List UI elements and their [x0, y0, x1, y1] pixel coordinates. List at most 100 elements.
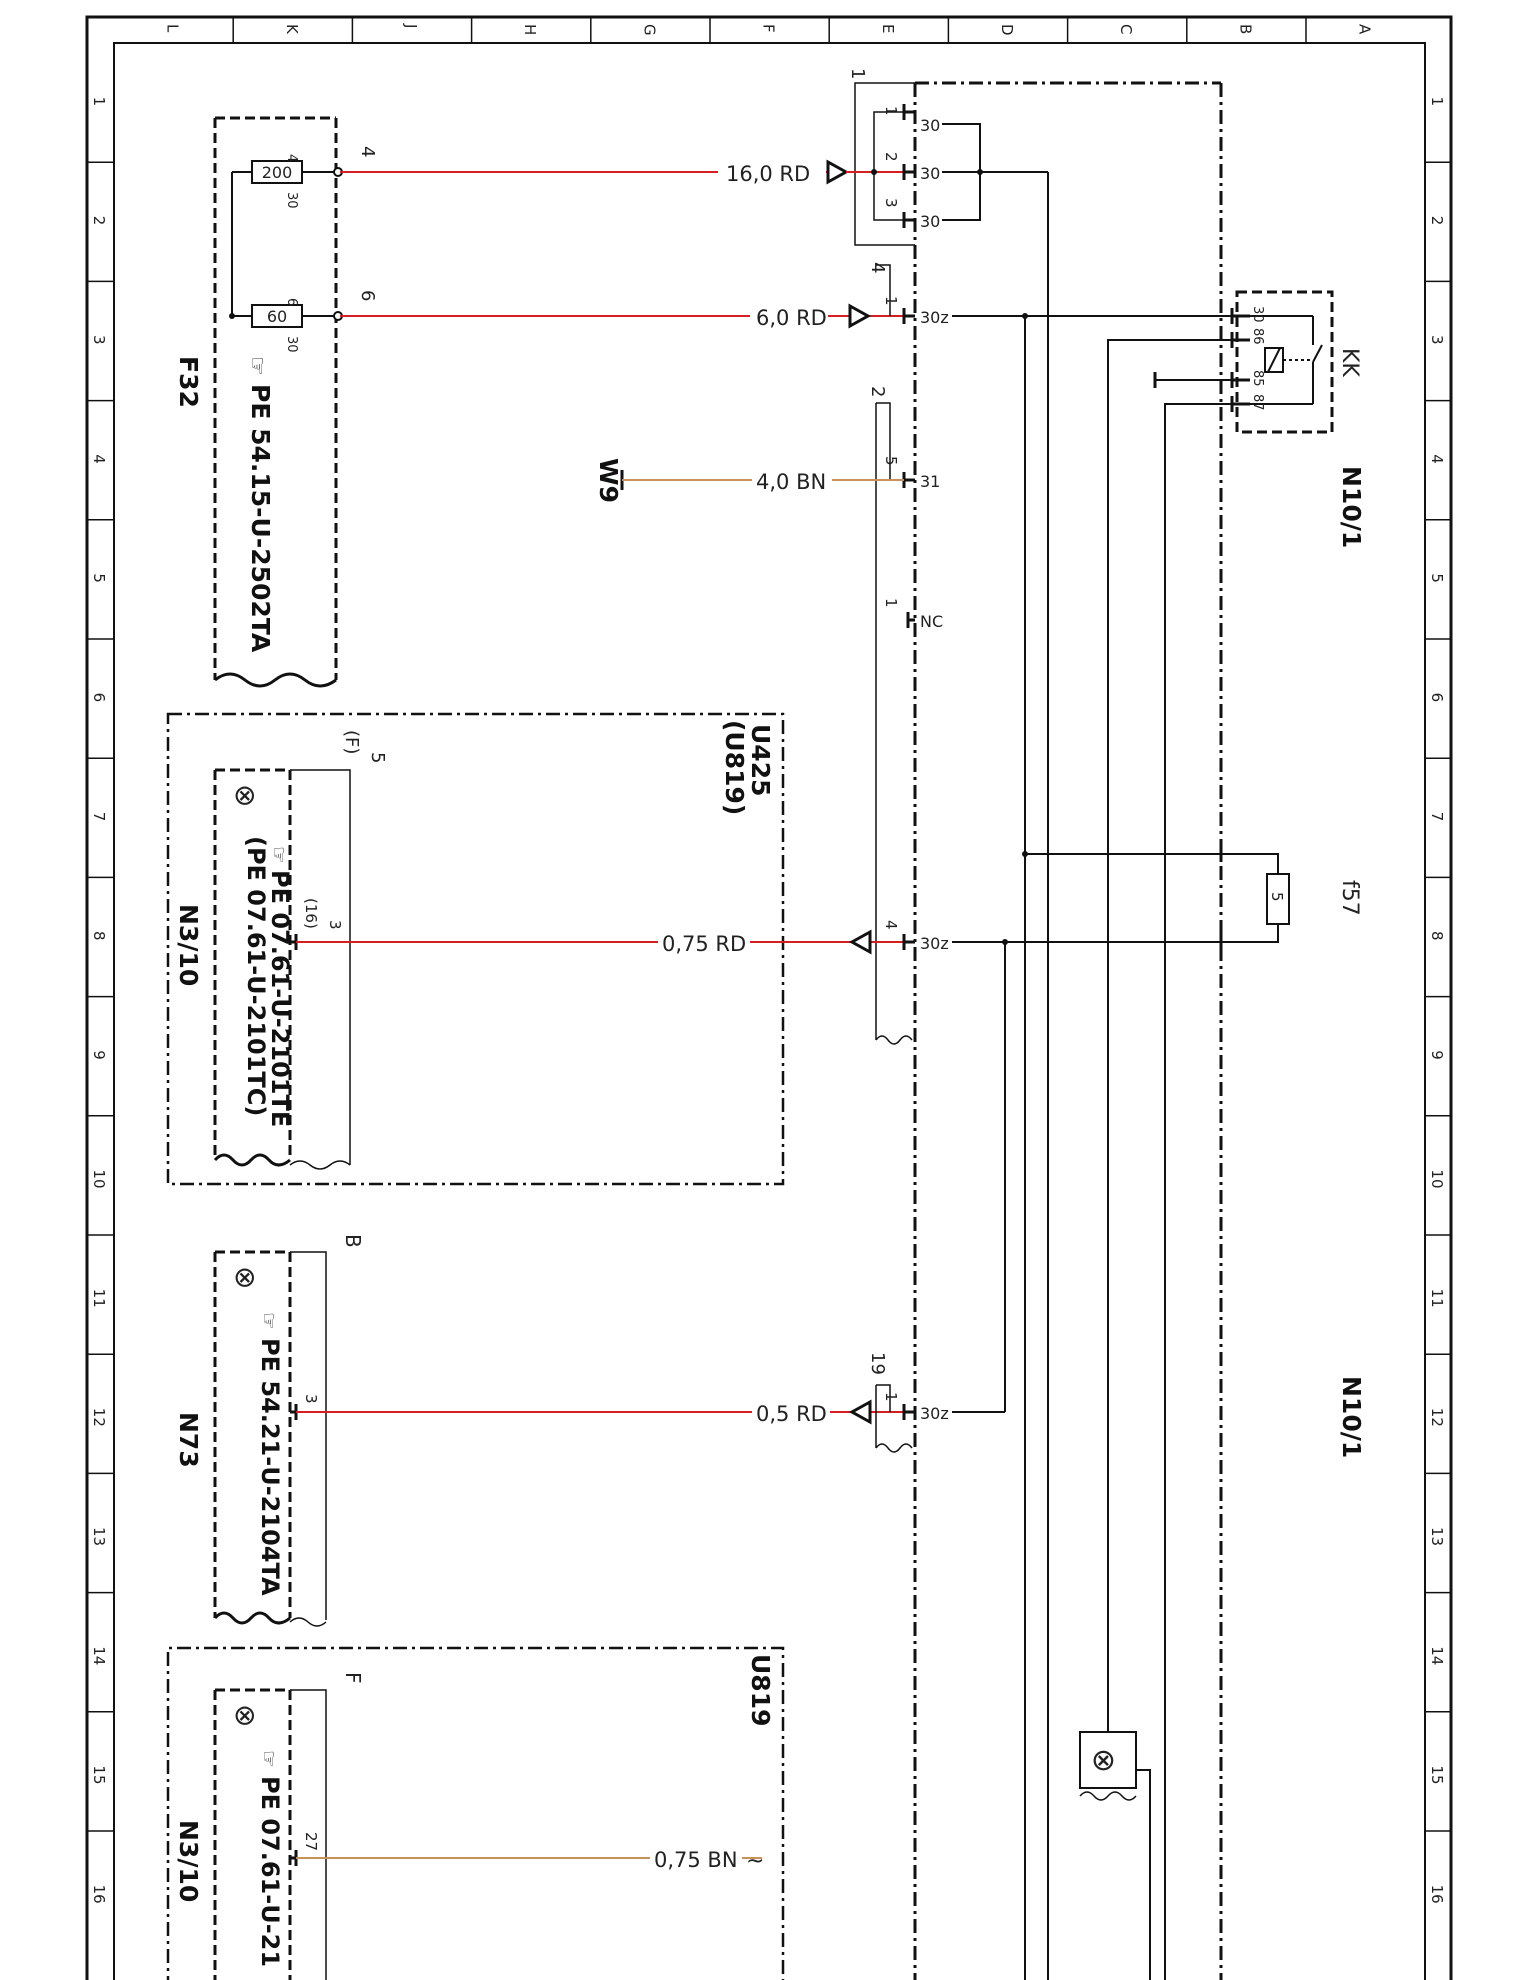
row-label: 13: [90, 1527, 108, 1546]
sensor-icon: ⊗: [1086, 1748, 1121, 1773]
relay-pin-85: 85: [1250, 370, 1265, 387]
f32-internal-bus: [231, 171, 338, 317]
f32-module-outline: [213, 116, 338, 680]
column-label: G: [640, 24, 658, 36]
connector-1-pin-2: 2: [882, 152, 900, 162]
junction-node: [871, 169, 877, 175]
row-label: 16: [1428, 1885, 1446, 1904]
wire-label-bg: [752, 468, 832, 492]
row-label: 14: [90, 1646, 108, 1665]
control-unit-icon: ⊗: [229, 784, 262, 807]
outer-frame: [85, 15, 1453, 1980]
relay-wire-87: [1164, 403, 1232, 1980]
column-label: F: [760, 24, 778, 33]
connector-2-pin-5: 5: [882, 456, 900, 466]
row-label: 10: [1428, 1169, 1446, 1188]
row-label: 6: [1428, 693, 1446, 703]
u425-alt-label: (U819): [720, 720, 749, 815]
relay-pin-icon: [1230, 332, 1250, 348]
connector-1-number: 1: [847, 68, 868, 79]
n73-pin-top: B: [341, 1234, 365, 1248]
n73-label: N73: [174, 1412, 203, 1468]
row-label: 7: [1428, 812, 1446, 822]
control-unit-icon: ⊗: [229, 1266, 262, 1289]
connector-arrow-icon: [848, 303, 872, 329]
row-label: 10: [90, 1169, 108, 1188]
n10-1-label-mid: N10/1: [1337, 1376, 1366, 1458]
wire-label-bg: [750, 304, 828, 328]
row-label: 6: [90, 693, 108, 703]
n3-10b-pin-top: F: [341, 1672, 365, 1684]
row-label: 2: [90, 216, 108, 226]
row-label: 8: [1428, 931, 1446, 941]
fuse-200-symbol: [251, 160, 303, 184]
pin-terminal-icon: [902, 164, 915, 180]
pin-terminal-icon: [902, 212, 915, 228]
row-label: 9: [90, 1050, 108, 1060]
pin-terminal-icon: [902, 1404, 915, 1420]
f32-wave-break: [214, 672, 337, 688]
column-label: D: [998, 24, 1016, 36]
relay-pin-icon: [1230, 396, 1250, 412]
wire-label-bg: [718, 160, 826, 184]
n73-pin-frame: [290, 1251, 327, 1620]
sensor-wire: [1136, 1769, 1151, 1980]
row-label: 15: [90, 1765, 108, 1784]
connector-19-pin: 1: [882, 1392, 900, 1402]
connector-4-number: 4: [867, 262, 888, 273]
relay-kk-outline: [1235, 290, 1334, 434]
row-label: 3: [1428, 335, 1446, 345]
row-label: 4: [90, 454, 108, 464]
fuse-60-pin-out: 30: [284, 336, 299, 353]
column-grid: [232, 17, 1307, 43]
f32-label: F32: [174, 356, 203, 408]
relay-pin-30: 30: [1250, 306, 1265, 323]
n3-10b-label: N3/10: [174, 1820, 203, 1902]
row-label: 15: [1428, 1765, 1446, 1784]
n3-10b-hand-icon: ☞: [257, 1750, 281, 1768]
f32-hand-icon: ☞: [244, 356, 269, 376]
row-label: 2: [1428, 216, 1446, 226]
wire-continuation-icon: ~: [746, 1849, 764, 1874]
fuse-200-pin-in: 4: [284, 154, 299, 162]
pin-wave-break: [289, 1617, 327, 1627]
connector-2-wave-break: [875, 1035, 913, 1045]
n3-10a-pin-frame: [290, 769, 351, 1165]
wire-075-bn-label: 0,75 BN: [654, 1848, 738, 1872]
pin-terminal-icon: [902, 934, 915, 950]
u425-pin-top-alt: (F): [341, 730, 362, 754]
inner-frame: [113, 42, 1426, 1980]
terminal-30: 30: [920, 164, 940, 183]
n10-1-label-top: N10/1: [1337, 466, 1366, 548]
column-label: H: [521, 24, 539, 35]
terminal-31: 31: [920, 472, 940, 491]
row-label: 1: [1428, 97, 1446, 107]
column-label: B: [1236, 24, 1254, 34]
f57-wire-out: [1005, 924, 1279, 943]
row-label: 5: [90, 573, 108, 583]
row-grid: [87, 161, 1451, 1832]
column-label: K: [283, 24, 301, 35]
wire-05-rd-label: 0,5 RD: [756, 1402, 827, 1426]
terminal-30z: 30z: [920, 1404, 949, 1423]
connector-1-pin-1: 1: [882, 106, 900, 116]
n3-10b-outline: [213, 1688, 292, 1980]
fuse-60-value: 60: [267, 307, 287, 326]
n3-10a-outline: [213, 768, 292, 1160]
connector-arrow-icon: [848, 1399, 872, 1425]
relay-kk-symbol: [1250, 315, 1323, 405]
wire-6-rd-label: 6,0 RD: [756, 306, 827, 330]
relay-pin-icon: [1230, 308, 1250, 324]
n3-10a-label: N3/10: [174, 904, 203, 986]
column-label: J: [402, 23, 420, 28]
row-label: 13: [1428, 1527, 1446, 1546]
f57-value: 5: [1268, 892, 1286, 902]
wire-label-bg: [752, 1400, 830, 1424]
u819-module-outline: [166, 1646, 785, 1980]
n73-pin: 3: [302, 1394, 320, 1404]
connector-arrow-icon: [848, 929, 872, 955]
u425-pin-alt: (16): [302, 898, 320, 929]
junction-node: [1022, 851, 1028, 857]
u819-label: U819: [746, 1654, 775, 1727]
n3-10b-ref: PE 07.61-U-21: [256, 1776, 284, 1967]
